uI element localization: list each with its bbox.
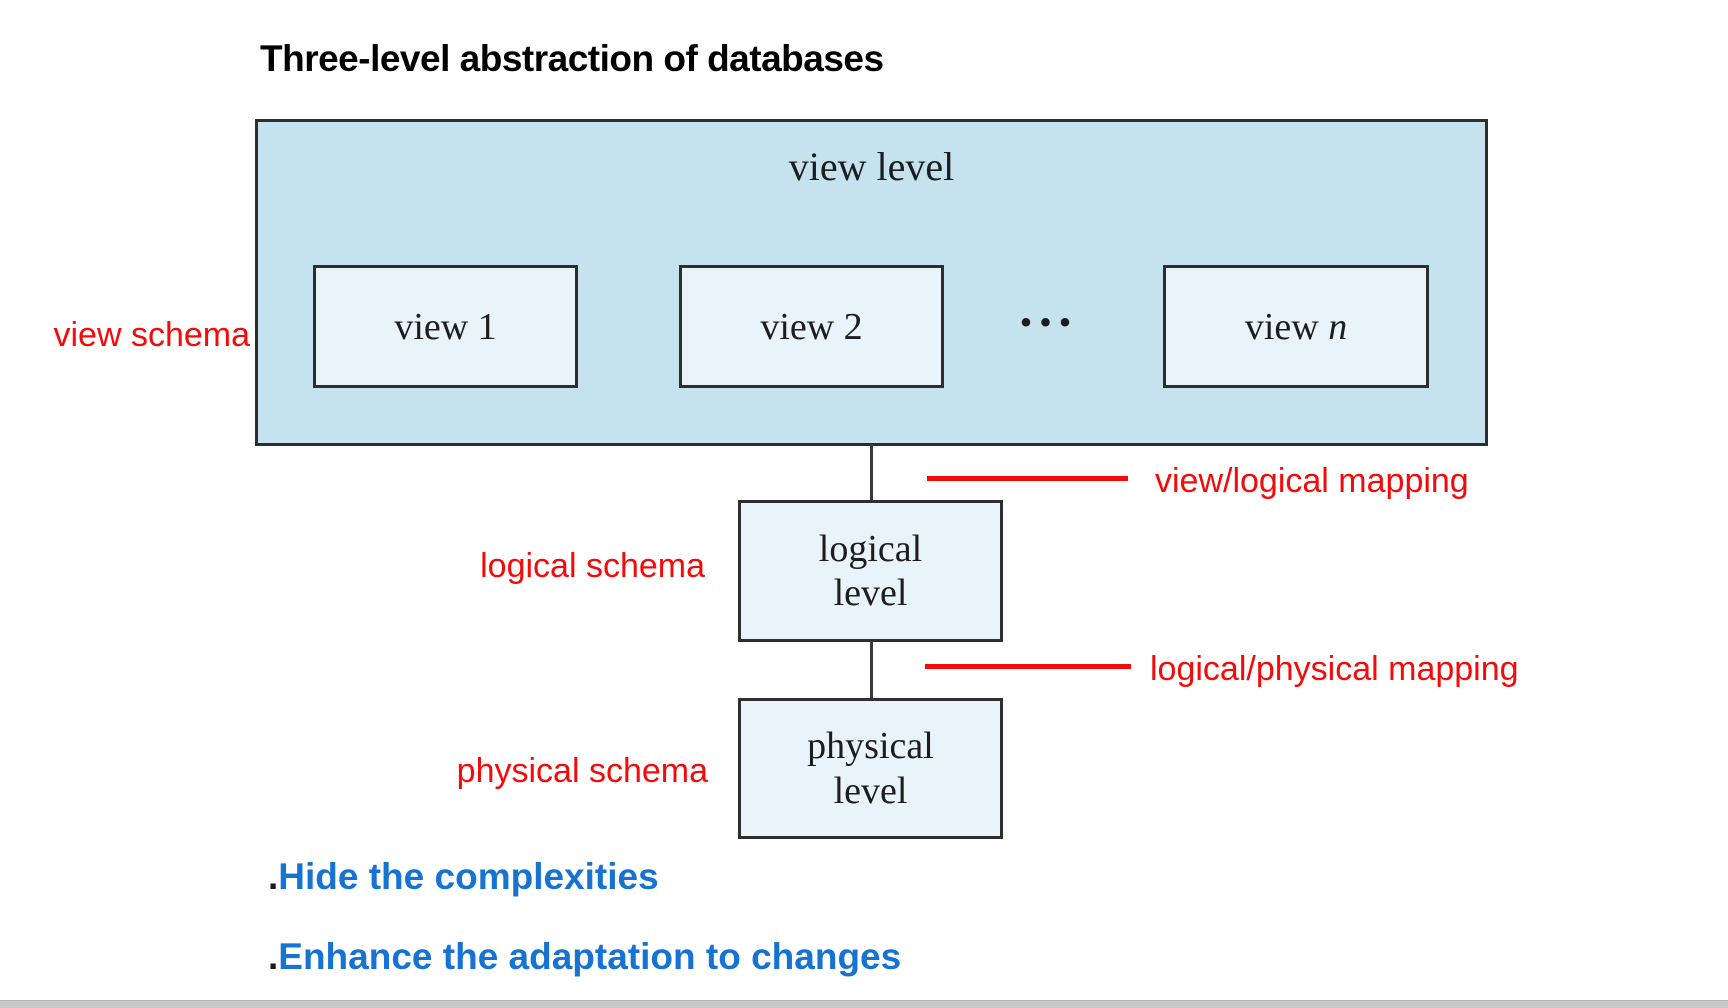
view-1-box: view 1 (313, 265, 578, 388)
logical-level-line1: logical (818, 527, 923, 570)
connector-view-logical (870, 444, 873, 501)
view-logical-mapping-label: view/logical mapping (1155, 462, 1469, 500)
note-enhance-adaptation: .Enhance the adaptation to changes (268, 936, 901, 978)
page-title: Three-level abstraction of databases (260, 38, 884, 79)
note-bullet: . (268, 936, 279, 977)
view-schema-label: view schema (53, 316, 250, 354)
view-1-label: view 1 (394, 305, 497, 348)
note-text: Hide the complexities (278, 856, 659, 897)
view-2-label: view 2 (760, 305, 863, 348)
physical-level-line1: physical (807, 725, 934, 768)
view-logical-mapping-line (927, 476, 1128, 481)
logical-physical-mapping-line (925, 664, 1131, 669)
physical-level-box: physical level (738, 698, 1003, 839)
bottom-edge-bar (0, 1000, 1728, 1008)
physical-schema-label: physical schema (456, 752, 708, 790)
view-n-variable: n (1328, 305, 1348, 348)
view-level-label: view level (788, 144, 955, 189)
logical-physical-mapping-label: logical/physical mapping (1150, 650, 1519, 688)
note-text: Enhance the adaptation to changes (278, 936, 902, 977)
view-2-box: view 2 (679, 265, 944, 388)
logical-level-box: logical level (738, 500, 1003, 642)
view-n-label: view n (1244, 305, 1348, 348)
connector-logical-physical (870, 641, 873, 699)
logical-schema-label: logical schema (480, 547, 705, 585)
logical-level-line2: level (833, 572, 908, 614)
note-bullet: . (268, 856, 279, 897)
physical-level-line2: level (833, 769, 908, 812)
ellipsis-dots: ••• (1020, 306, 1080, 339)
note-hide-complexities: .Hide the complexities (268, 856, 659, 898)
view-n-box: view n (1163, 265, 1429, 388)
